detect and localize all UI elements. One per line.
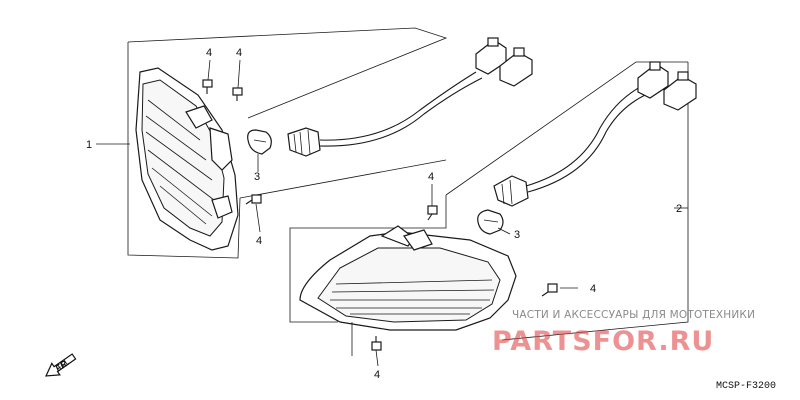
screw-icon <box>427 205 438 221</box>
callout-4-right-side: 4 <box>590 283 596 295</box>
callout-1: 1 <box>86 139 92 151</box>
right-lens-ribs <box>330 279 495 315</box>
leader-lines <box>96 59 688 367</box>
screw-icon <box>541 283 558 297</box>
left-assembly-frame <box>127 27 448 259</box>
watermark-brand: PARTSFOR.RU <box>492 326 714 357</box>
right-winker-housing <box>299 225 517 331</box>
left-wire-harness <box>319 71 483 147</box>
right-wire-harness <box>525 85 653 193</box>
socket-icon <box>493 175 529 207</box>
screw-icon <box>202 79 213 94</box>
callout-4-left-top-1: 4 <box>206 47 212 59</box>
left-winker-housing <box>135 67 239 251</box>
connector-icon <box>499 47 533 87</box>
callout-2: 2 <box>676 203 682 215</box>
right-assembly-frame <box>289 61 689 341</box>
watermark-tagline: ЧАСТИ И АКСЕССУАРЫ ДЛЯ МОТОТЕХНИКИ <box>512 309 755 321</box>
callout-4-right-top: 4 <box>428 171 434 183</box>
left-lens-ribs <box>145 99 215 225</box>
screw-icon <box>371 336 382 351</box>
connector-icon <box>637 61 669 99</box>
arrow-front-icon <box>45 353 77 377</box>
diagram-code: MCSP-F3200 <box>716 381 776 392</box>
screw-icon <box>245 194 262 205</box>
connector-icon <box>475 37 507 75</box>
bulb-icon <box>247 129 272 155</box>
callout-4-left-bottom: 4 <box>256 235 262 247</box>
screw-icon <box>232 87 243 101</box>
connector-icon <box>663 71 697 111</box>
bulb-icon <box>477 209 504 235</box>
callout-4-right-bottom: 4 <box>374 369 380 381</box>
callout-3-left: 3 <box>254 171 260 183</box>
socket-icon <box>287 127 321 157</box>
callout-3-right: 3 <box>514 229 520 241</box>
callout-4-left-top-2: 4 <box>236 47 242 59</box>
